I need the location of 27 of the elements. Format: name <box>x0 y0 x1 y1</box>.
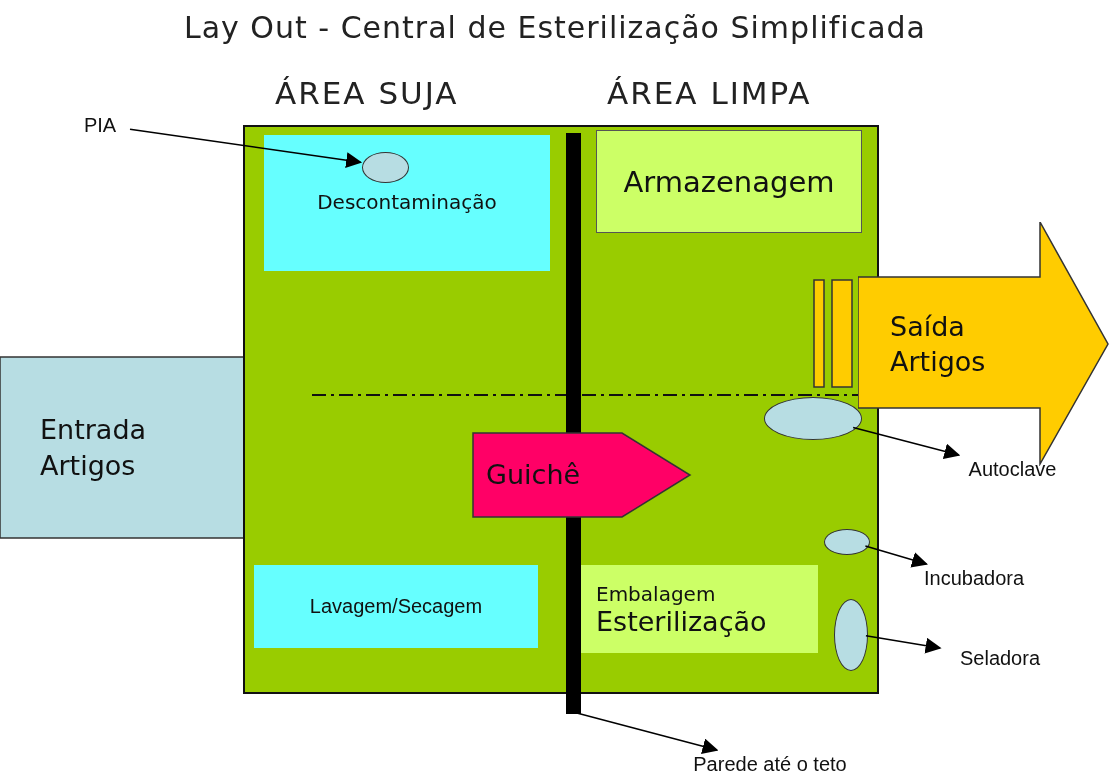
arrow <box>864 545 928 568</box>
callout-label: Seladora <box>959 646 1041 670</box>
room-label: Esterilização <box>596 605 767 637</box>
room-label: Embalagem <box>596 581 716 606</box>
callout-label: Incubadora <box>923 566 1025 590</box>
callout-label: Parede até o teto <box>693 752 847 776</box>
room-label: Lavagem/Secagem <box>309 595 483 618</box>
incubator-icon <box>824 529 870 555</box>
floor-area <box>243 125 879 694</box>
area-heading: ÁREA SUJA <box>275 75 459 111</box>
area-label: Guichê <box>486 458 582 493</box>
room-label: Descontaminação <box>317 190 497 214</box>
room-box <box>596 130 862 233</box>
callout-label: Autoclave <box>968 457 1057 481</box>
callout-label: PIA <box>83 113 117 137</box>
sink-icon <box>362 152 409 183</box>
arrow <box>865 635 942 654</box>
area-label: Saída Artigos <box>890 309 987 379</box>
room-label: Armazenagem <box>623 164 835 199</box>
room-box <box>254 565 538 648</box>
arrow <box>129 128 363 169</box>
area-heading: ÁREA LIMPA <box>607 75 812 111</box>
area-label: Entrada Artigos <box>40 413 148 483</box>
room-box <box>264 135 550 271</box>
autoclave-icon <box>764 397 862 440</box>
diagram-title: Lay Out - Central de Esterilização Simplificada <box>182 10 927 45</box>
room-box <box>578 565 818 653</box>
